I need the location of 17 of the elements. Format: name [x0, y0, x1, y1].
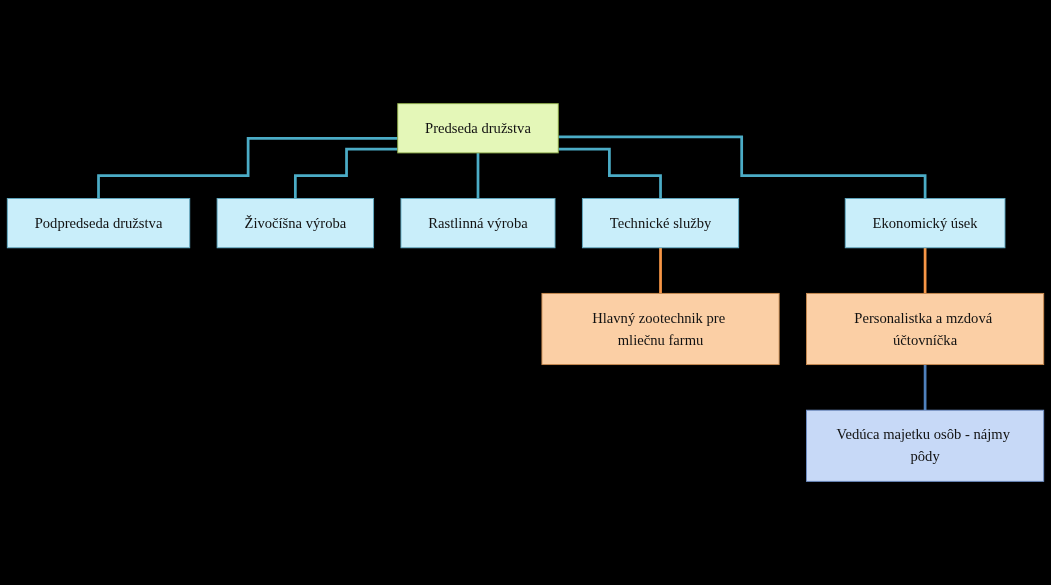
node-box: Rastlinná výroba	[400, 198, 556, 249]
connector	[558, 135, 927, 200]
node-box: Živočíšna výroba	[216, 198, 375, 249]
node-box: Ekonomický úsek	[844, 198, 1006, 249]
node-box: Technické služby	[581, 198, 740, 249]
node-box: Personalistka a mzdová účtovníčka	[806, 292, 1045, 366]
node-box: Hlavný zootechnik pre mliečnu farmu	[541, 292, 780, 366]
node-box: Podpredseda družstva	[6, 198, 191, 249]
connector	[294, 147, 398, 200]
connector	[476, 151, 480, 200]
connector	[923, 246, 927, 295]
connector	[659, 246, 662, 295]
node-box: Vedúca majetku osôb - nájmy pôdy	[806, 409, 1045, 482]
node-box: Predseda družstva	[397, 103, 559, 154]
connector	[97, 136, 398, 200]
connector	[558, 147, 662, 200]
connector	[923, 363, 927, 412]
